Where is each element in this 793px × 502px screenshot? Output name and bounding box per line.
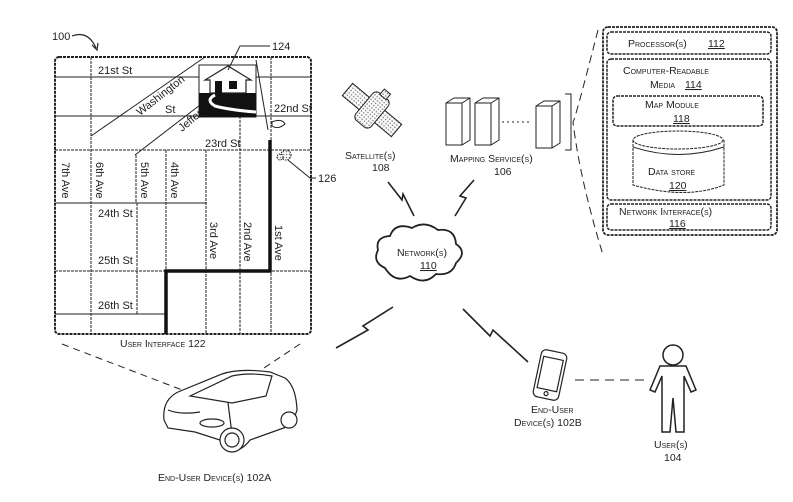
mapping-service-ref: 106	[494, 166, 512, 178]
ref-100-arrow	[71, 33, 97, 49]
wireless-links	[335, 179, 529, 363]
map-module-ref: 118	[673, 113, 690, 125]
ave-7th: 7th Ave	[59, 162, 71, 199]
bolt-phone	[462, 308, 529, 363]
user-ref: 104	[664, 452, 682, 464]
map-caption: User Interface 122	[120, 338, 206, 350]
user-label: User(s)	[654, 439, 688, 451]
server-icons	[445, 93, 572, 151]
street-washington-st: St	[165, 104, 175, 116]
phone-icon	[532, 349, 568, 401]
satellite-ref: 108	[372, 162, 390, 174]
map-module-box	[612, 95, 764, 127]
map-module-label: Map Module	[645, 99, 699, 111]
street-24th: 24th St	[98, 208, 133, 220]
ave-4th: 4th Ave	[168, 162, 180, 199]
bolt-satellite	[387, 181, 415, 217]
street-23rd: 23rd St	[205, 138, 240, 150]
device-a-label: End-User Device(s) 102A	[158, 472, 271, 484]
satellite-icon	[341, 82, 403, 138]
street-25th: 25th St	[98, 255, 133, 267]
car-icon	[163, 369, 298, 453]
processor-ref: 112	[708, 38, 725, 50]
ref-126: 126	[318, 173, 336, 185]
network-cloud-icon	[375, 223, 463, 282]
ave-6th: 6th Ave	[93, 162, 105, 199]
street-21st: 21st St	[98, 65, 132, 77]
server-icon-3	[535, 100, 561, 149]
street-washington: Washington	[134, 73, 187, 118]
processor-box	[606, 31, 772, 55]
mapping-service-label: Mapping Service(s)	[450, 153, 533, 165]
house-icon	[198, 64, 257, 118]
device-b-label2: Device(s) 102B	[514, 417, 582, 429]
map-user-interface: 124 126 21st St 22nd St 23rd St 24th St …	[54, 41, 336, 350]
arrow-marker-icon	[271, 119, 286, 129]
database-icon	[632, 130, 725, 193]
ref-124: 124	[272, 41, 290, 53]
ave-2nd: 2nd Ave	[241, 222, 253, 262]
server-icon-1	[445, 97, 471, 146]
crm-label2: Media	[650, 79, 675, 91]
data-store-label: Data store	[648, 166, 695, 178]
poi-icon	[276, 149, 292, 161]
bolt-car	[335, 306, 394, 349]
server-icon-2	[474, 97, 500, 146]
network-interface-box	[606, 203, 772, 231]
network-label: Network(s)	[397, 247, 447, 259]
network-interface-ref: 116	[669, 218, 686, 230]
crm-ref: 114	[685, 79, 702, 91]
ave-3rd: 3rd Ave	[207, 222, 219, 259]
network-ref: 110	[420, 260, 437, 272]
network-interface-label: Network Interface(s)	[619, 206, 712, 218]
processor-label: Processor(s)	[628, 38, 687, 50]
ave-5th: 5th Ave	[138, 162, 150, 199]
bolt-mapping	[454, 179, 475, 217]
ave-1st: 1st Ave	[272, 225, 284, 261]
route-path	[164, 140, 272, 334]
user-icon	[649, 344, 697, 433]
data-store-ref: 120	[669, 180, 687, 192]
crm-label1: Computer-Readable	[623, 65, 709, 77]
street-22nd: 22nd St	[274, 103, 312, 115]
satellite-label: Satellite(s)	[345, 150, 395, 162]
street-26th: 26th St	[98, 300, 133, 312]
server-detail-box: Processor(s) 112 Computer-Readable Media…	[602, 26, 778, 236]
ref-100: 100	[52, 31, 70, 43]
device-b-label1: End-User	[531, 404, 574, 416]
